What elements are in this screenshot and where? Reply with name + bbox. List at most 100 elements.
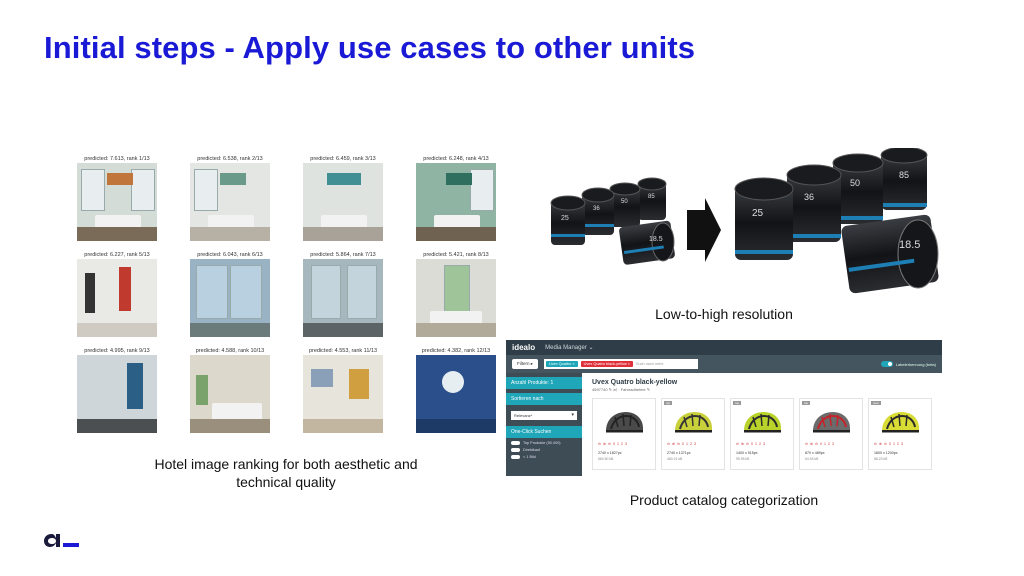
hotel-image-label: predicted: 4.588, rank 10/13 — [195, 348, 265, 354]
hotel-image-label: predicted: 6.043, rank 6/13 — [197, 252, 263, 258]
hotel-image — [416, 259, 496, 337]
large-lens-number: 50 — [850, 178, 860, 188]
hotel-image-cell: predicted: 6.538, rank 2/13 — [190, 155, 270, 241]
hotel-image-cell: predicted: 4.588, rank 10/13 — [190, 347, 270, 433]
lens-illustration: 85 50 36 25 18.5 85 50 36 25 — [550, 148, 939, 294]
toggle-label: Labelerkennung (beta) — [895, 361, 936, 367]
option-toggle[interactable] — [511, 455, 520, 459]
hotel-image — [303, 355, 383, 433]
product-count: Anzahl Produkte: 1 — [506, 377, 582, 389]
search-tag[interactable]: Uvex Quatro black-yellow × — [580, 361, 633, 367]
logo-letter-shape — [44, 534, 60, 547]
product-image-card[interactable]: ⊖ ⊕ ⊖ 0 1 2 3 2740 x 1827px 660.50 kB — [592, 398, 656, 470]
arrow-right-icon — [687, 198, 721, 262]
small-lens-number: 50 — [621, 199, 628, 205]
product-image-card[interactable]: top ⊖ ⊕ ⊖ 0 1 2 3 2740 x 1371px 460.21 kB — [661, 398, 725, 470]
small-lens-number: 25 — [561, 215, 569, 222]
search-placeholder: Such nach mehr — [635, 362, 664, 366]
option-toggle[interactable] — [511, 441, 520, 445]
hotel-image-label: predicted: 5.421, rank 8/13 — [423, 252, 489, 258]
hotel-image — [190, 259, 270, 337]
small-lens-set: 85 50 36 25 18.5 — [550, 177, 675, 265]
hotel-image-label: predicted: 4.995, rank 9/13 — [84, 348, 150, 354]
filter-button[interactable]: Filtern ▸ — [512, 359, 539, 369]
helmet-icon — [606, 412, 643, 433]
hotel-image — [190, 163, 270, 241]
catalog-filter-bar: Filtern ▸ Uvex Quattro × Uvex Quatro bla… — [506, 355, 942, 373]
hotel-image — [303, 163, 383, 241]
hotel-image-cell: predicted: 6.227, rank 5/13 — [77, 251, 157, 337]
hotel-image — [77, 259, 157, 337]
large-lens-number: 85 — [899, 170, 909, 180]
catalog-screenshot: idealo Media Manager ⌄ Filtern ▸ Uvex Qu… — [506, 340, 942, 476]
hotel-image-cell: predicted: 7.613, rank 1/13 — [77, 155, 157, 241]
hotel-image-grid: predicted: 7.613, rank 1/13 predicted: 6… — [77, 155, 497, 437]
small-lens-number: 36 — [593, 206, 600, 212]
hotel-caption-line2: technical quality — [236, 474, 336, 490]
oneclick-heading: One-Click Suchen — [506, 426, 582, 438]
hotel-caption: Hotel image ranking for both aesthetic a… — [140, 455, 432, 491]
card-filesize: 64.53 kB — [805, 457, 819, 461]
card-filesize: 88.23 kB — [874, 457, 888, 461]
card-badge: new — [871, 401, 881, 405]
product-subtitle: 4597740 ✎ 🗐 · Fahrradhelme ✎ — [592, 387, 651, 392]
small-lens-number: 85 — [648, 194, 655, 200]
catalog-logo: idealo — [512, 343, 536, 352]
catalog-search[interactable]: Uvex Quattro × Uvex Quatro black-yellow … — [544, 359, 699, 369]
hotel-image-cell: predicted: 6.043, rank 6/13 — [190, 251, 270, 337]
large-lens-number: 18.5 — [899, 239, 920, 251]
catalog-sidebar: Anzahl Produkte: 1 Sortieren nach Releva… — [506, 373, 582, 476]
label-recognition-toggle[interactable]: Labelerkennung (beta) — [880, 361, 936, 367]
hotel-image — [77, 355, 157, 433]
large-lens-number: 25 — [752, 208, 764, 219]
large-lens-set: 85 50 36 25 18.5 — [734, 148, 939, 294]
sidebar-option[interactable]: < 1 Bild — [511, 455, 577, 459]
card-filesize: 460.21 kB — [667, 457, 683, 461]
sort-heading: Sortieren nach — [506, 393, 582, 405]
helmet-icon — [882, 412, 919, 433]
sidebar-option[interactable]: Top Produkte (50.000) — [511, 441, 577, 445]
card-badge: top — [664, 401, 673, 405]
catalog-menu[interactable]: Media Manager ⌄ — [545, 345, 594, 351]
card-badge: top — [802, 401, 811, 405]
hotel-image-label: predicted: 6.248, rank 4/13 — [423, 156, 489, 162]
sidebar-option[interactable]: Direktkauf — [511, 448, 577, 452]
sort-select[interactable]: Relevanz* — [511, 411, 577, 420]
helmet-icon — [675, 412, 712, 433]
card-rating: ⊖ ⊕ ⊖ 0 1 2 3 — [598, 442, 628, 446]
hotel-image-cell: predicted: 5.864, rank 7/13 — [303, 251, 383, 337]
brand-logo — [44, 534, 79, 547]
hotel-image-cell: predicted: 5.421, rank 8/13 — [416, 251, 496, 337]
card-dimensions: 1400 x 915px — [736, 451, 758, 455]
card-filesize: 660.50 kB — [598, 457, 614, 461]
hotel-caption-line1: Hotel image ranking for both aesthetic a… — [154, 456, 418, 472]
hotel-image-label: predicted: 6.459, rank 3/13 — [310, 156, 376, 162]
slide-title: Initial steps - Apply use cases to other… — [44, 30, 696, 65]
large-lens-number: 36 — [804, 192, 814, 202]
card-badge: top — [733, 401, 742, 405]
hotel-image-cell: predicted: 6.248, rank 4/13 — [416, 155, 496, 241]
hotel-image — [303, 259, 383, 337]
product-title: Uvex Quatro black-yellow — [592, 379, 678, 386]
hotel-image-cell: predicted: 4.995, rank 9/13 — [77, 347, 157, 433]
option-toggle[interactable] — [511, 448, 520, 452]
hotel-image-label: predicted: 6.227, rank 5/13 — [84, 252, 150, 258]
helmet-icon — [744, 412, 781, 433]
card-dimensions: 1600 x 1200px — [874, 451, 898, 455]
toggle-switch[interactable] — [880, 361, 893, 367]
card-rating: ⊖ ⊕ ⊖ 0 1 2 3 — [736, 442, 766, 446]
lens-caption: Low-to-high resolution — [655, 306, 793, 322]
small-lens-number: 18.5 — [649, 236, 663, 243]
hotel-image-cell: predicted: 6.459, rank 3/13 — [303, 155, 383, 241]
card-rating: ⊖ ⊕ ⊖ 0 1 2 3 — [667, 442, 697, 446]
search-tag[interactable]: Uvex Quattro × — [546, 361, 578, 367]
hotel-image-label: predicted: 4.382, rank 12/13 — [421, 348, 491, 354]
card-dimensions: 2740 x 1827px — [598, 451, 622, 455]
card-dimensions: 2740 x 1371px — [667, 451, 691, 455]
hotel-image — [416, 163, 496, 241]
hotel-image — [190, 355, 270, 433]
hotel-image-cell: predicted: 4.382, rank 12/13 — [416, 347, 496, 433]
